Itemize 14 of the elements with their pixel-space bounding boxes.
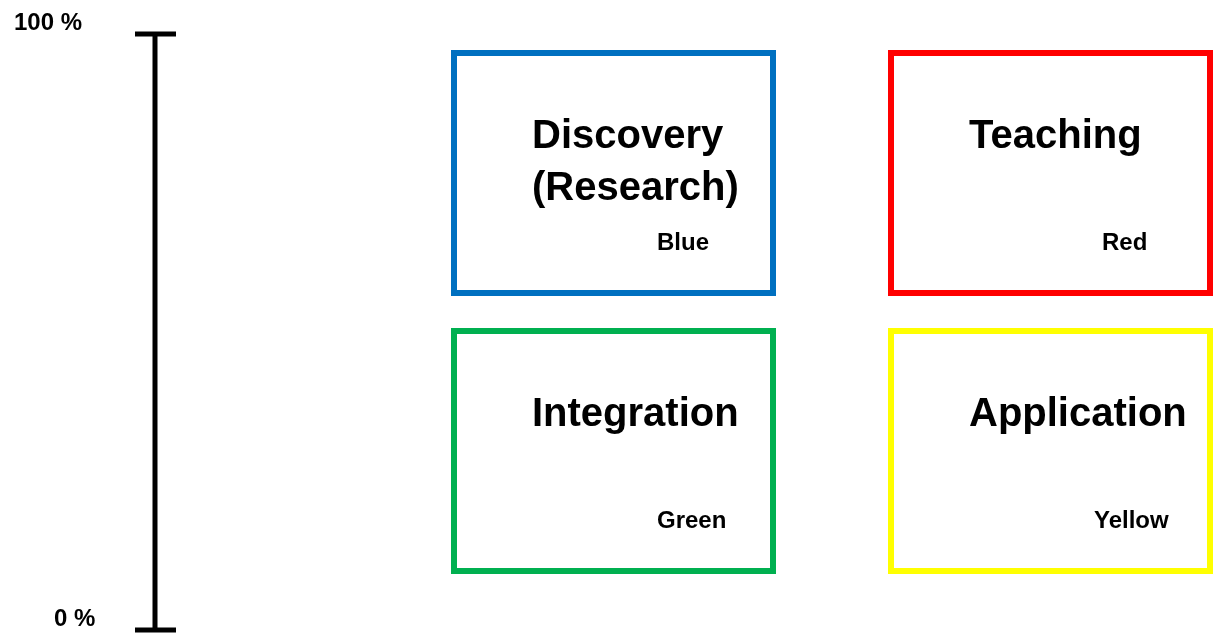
color-name: Green <box>657 506 727 534</box>
color-name: Red <box>1102 228 1148 256</box>
scale-label: 100 % <box>14 8 83 36</box>
box-title: Application <box>969 389 1188 436</box>
category-box <box>451 50 776 296</box>
category-box <box>451 328 776 574</box>
scale-label: 0 % <box>54 604 96 632</box>
color-name: Yellow <box>1094 506 1169 534</box>
color-name: Blue <box>657 228 709 256</box>
box-title: Discovery (Research) <box>532 111 740 210</box>
category-box <box>888 50 1213 296</box>
category-box <box>888 328 1213 574</box>
box-title: Teaching <box>969 111 1143 158</box>
box-title: Integration <box>532 389 740 436</box>
